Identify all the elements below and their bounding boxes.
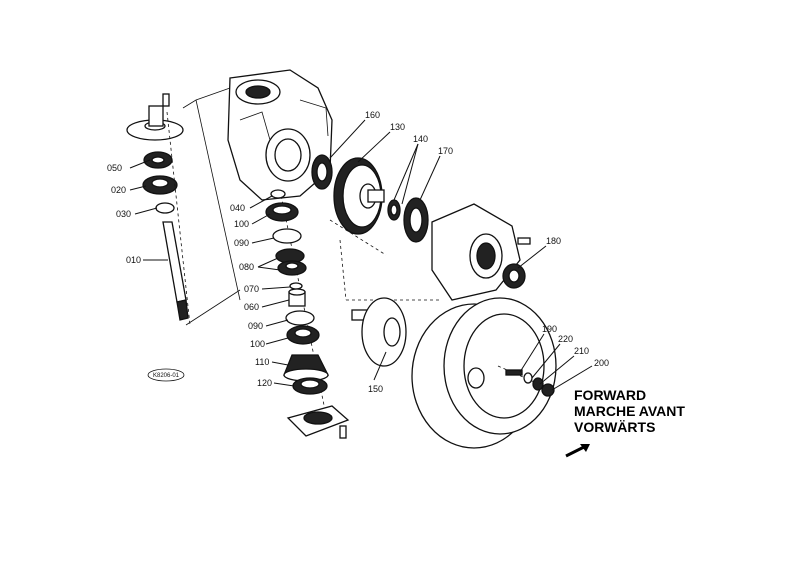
direction-line-2: MARCHE AVANT [574, 403, 685, 419]
label-030: 030 [116, 209, 131, 219]
label-210: 210 [574, 346, 589, 356]
label-110: 110 [255, 357, 269, 367]
centre-bearing-stack [265, 189, 350, 439]
label-050: 050 [107, 163, 122, 173]
label-100-upper: 100 [234, 219, 249, 229]
label-130: 130 [390, 122, 405, 132]
label-220: 220 [558, 334, 573, 344]
label-060: 060 [244, 302, 259, 312]
reference-tag: K8206-01 [147, 368, 185, 382]
label-140: 140 [413, 134, 428, 144]
label-070: 070 [244, 284, 259, 294]
wheel-rim [411, 297, 557, 449]
leader-lines [129, 119, 593, 391]
label-080: 080 [239, 262, 254, 272]
label-200: 200 [594, 358, 609, 368]
label-170: 170 [438, 146, 453, 156]
side-plate [339, 203, 531, 301]
vertical-shaft-assembly [126, 93, 241, 326]
label-100-lower: 100 [250, 339, 265, 349]
label-160: 160 [365, 110, 380, 120]
label-020: 020 [111, 185, 126, 195]
label-120: 120 [257, 378, 272, 388]
direction-line-3: VORWÄRTS [574, 419, 655, 435]
label-190: 190 [542, 324, 557, 334]
gear-housing [227, 69, 333, 201]
direction-label: FORWARD MARCHE AVANT VORWÄRTS [574, 387, 685, 435]
label-090-lower: 090 [248, 321, 263, 331]
crown-gear-assembly [311, 154, 429, 256]
direction-line-1: FORWARD [574, 387, 646, 403]
label-180: 180 [546, 236, 561, 246]
forward-arrow-icon [565, 444, 590, 458]
hub-flange [351, 297, 407, 367]
part-labels: 050 020 030 010 040 100 090 080 070 060 … [107, 110, 609, 394]
reference-code: K8206-01 [153, 373, 180, 379]
label-090-upper: 090 [234, 238, 249, 248]
label-010: 010 [126, 255, 141, 265]
label-150: 150 [368, 384, 383, 394]
label-040: 040 [230, 203, 245, 213]
